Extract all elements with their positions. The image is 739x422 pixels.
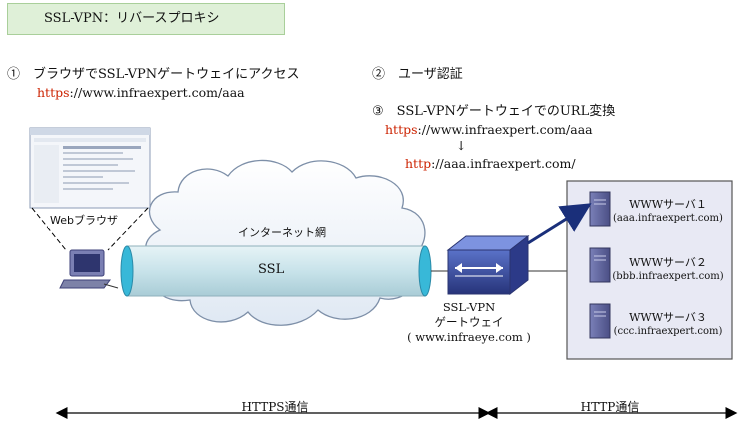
server-3-host: (ccc.infraexpert.com) <box>613 326 723 337</box>
step-3-url2-scheme: http <box>405 156 432 171</box>
server-2-name: WWWサーバ２ <box>629 256 707 269</box>
step-3-url2-rest: ://aaa.infraexpert.com/ <box>431 156 576 171</box>
ssl-label: SSL <box>258 262 285 277</box>
step-1-url-scheme: https <box>37 85 70 100</box>
request-arrow <box>527 203 592 245</box>
step-3-url-converted: http://aaa.infraexpert.com/ <box>405 156 576 171</box>
step-3-url-original: https://www.infraexpert.com/aaa <box>385 122 593 137</box>
browser-window-thumbnail <box>29 127 151 209</box>
client-pc-icon <box>59 249 119 289</box>
gateway-label-line2: ゲートウェイ <box>434 315 504 329</box>
step-1-url-rest: ://www.infraexpert.com/aaa <box>69 85 245 100</box>
step-1-url: https://www.infraexpert.com/aaa <box>37 85 245 100</box>
step-3-url1-rest: ://www.infraexpert.com/aaa <box>417 122 593 137</box>
internet-label: インターネット網 <box>238 226 326 239</box>
gateway-label-line1: SSL-VPN <box>442 300 496 314</box>
server-2-host: (bbb.infraexpert.com) <box>612 271 724 282</box>
diagram-title: SSL-VPN：リバースプロキシ <box>7 3 285 35</box>
step-2-text: ② ユーザ認証 <box>372 67 463 82</box>
projection-line-right <box>107 207 149 251</box>
internet-cloud <box>145 159 426 326</box>
web-browser-label: Webブラウザ <box>48 212 120 228</box>
step-1-text: ① ブラウザでSSL-VPNゲートウェイにアクセス <box>7 67 300 82</box>
server-icon-3 <box>589 303 611 339</box>
server-1-host: (aaa.infraexpert.com) <box>613 213 723 224</box>
ssl-vpn-gateway-icon <box>446 234 530 296</box>
gateway-label-line3: ( www.infraeye.com ) <box>407 330 531 344</box>
http-communication-label: HTTP通信 <box>580 400 640 414</box>
step-3-url1-scheme: https <box>385 122 418 137</box>
server-3-name: WWWサーバ３ <box>629 311 707 324</box>
ssl-tunnel <box>120 245 432 297</box>
step-3-text: ③ SSL-VPNゲートウェイでのURL変換 <box>372 104 616 119</box>
url-convert-arrow: ↓ <box>456 138 467 153</box>
projection-line-left <box>31 207 67 251</box>
https-communication-label: HTTPS通信 <box>241 400 309 414</box>
server-1-name: WWWサーバ１ <box>629 198 707 211</box>
server-icon-2 <box>589 247 611 283</box>
